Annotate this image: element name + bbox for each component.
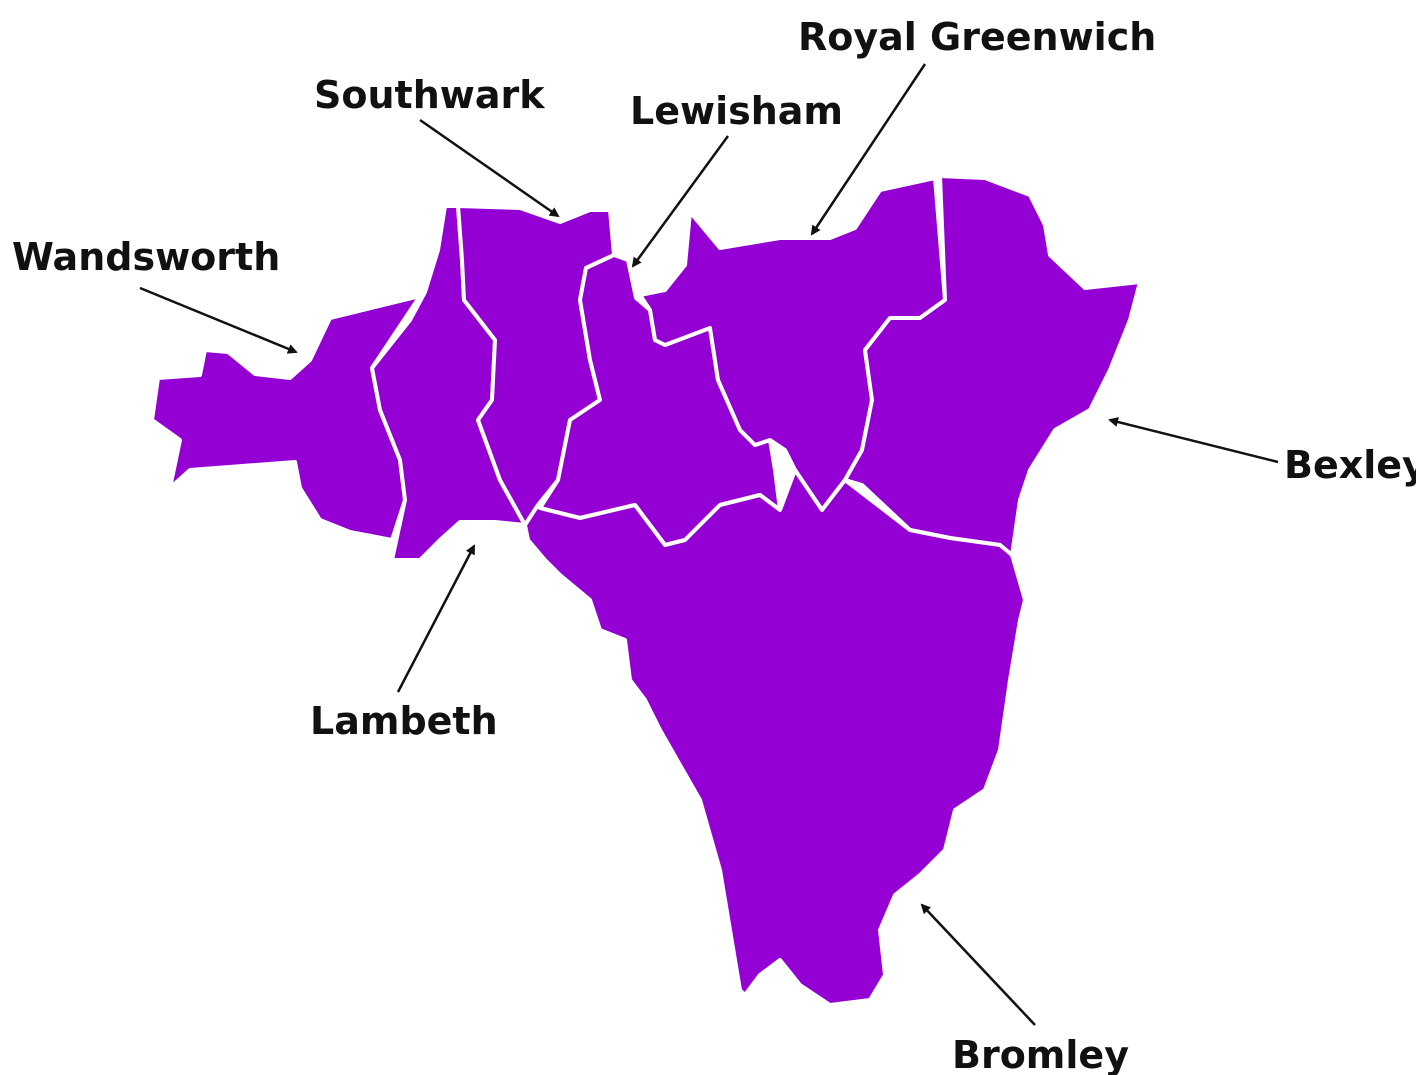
label-bromley[interactable]: Bromley bbox=[952, 1033, 1129, 1075]
arrow-bexley bbox=[1108, 417, 1279, 464]
label-bexley[interactable]: Bexley bbox=[1284, 443, 1416, 487]
arrow-lewisham bbox=[631, 135, 730, 268]
label-lambeth[interactable]: Lambeth bbox=[310, 699, 498, 743]
borough-wandsworth[interactable] bbox=[150, 294, 422, 542]
label-southwark[interactable]: Southwark bbox=[314, 73, 545, 117]
label-lewisham[interactable]: Lewisham bbox=[630, 89, 843, 133]
arrows bbox=[139, 63, 1279, 1026]
borough-bexley[interactable] bbox=[843, 174, 1142, 557]
borough-bromley[interactable] bbox=[523, 468, 1027, 1007]
arrow-lambeth bbox=[396, 544, 476, 693]
arrow-royal-greenwich bbox=[810, 63, 927, 236]
arrow-wandsworth bbox=[139, 286, 298, 354]
arrow-bromley bbox=[920, 903, 1036, 1026]
arrow-southwark bbox=[419, 118, 560, 218]
labels: Wandsworth Southwark Lewisham Royal Gree… bbox=[12, 15, 1416, 1075]
borough-shapes bbox=[150, 174, 1142, 1007]
label-wandsworth[interactable]: Wandsworth bbox=[12, 235, 280, 279]
label-royal-greenwich[interactable]: Royal Greenwich bbox=[798, 15, 1156, 59]
